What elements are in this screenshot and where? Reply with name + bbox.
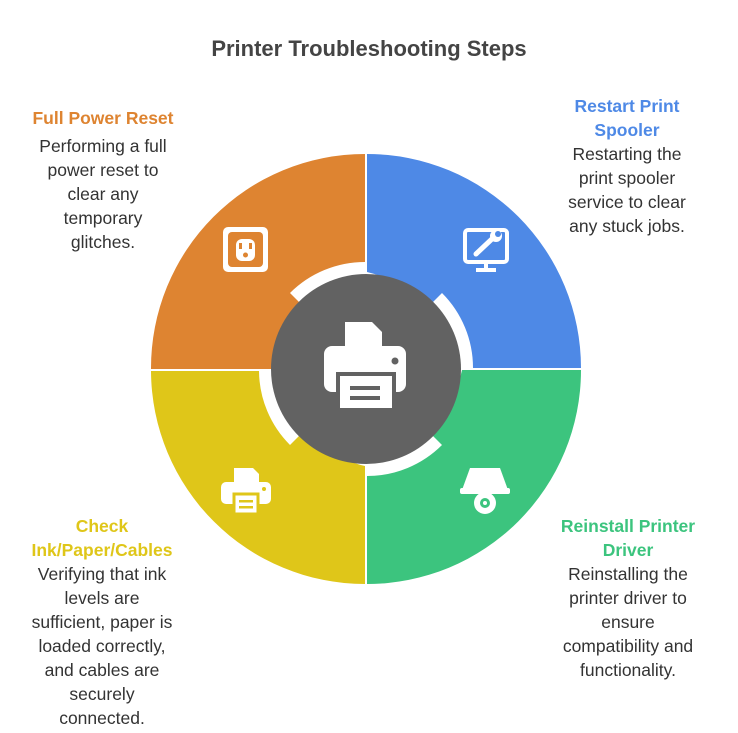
step-restart-print-spooler: Restart Print Spooler Restarting the pri…: [526, 94, 728, 238]
step-description: Performing a full power reset to clear a…: [39, 136, 167, 252]
step-description: Verifying that ink levels are sufficient…: [31, 564, 173, 728]
step-title: Reinstall Printer Driver: [560, 516, 696, 560]
step-description: Restarting the print spooler service to …: [568, 144, 686, 236]
step-title: Check Ink/Paper/Cables: [31, 516, 173, 560]
power-outlet-icon: [223, 227, 268, 272]
center-printer-icon: [324, 322, 406, 412]
printer-icon: [221, 468, 271, 516]
step-check-ink-paper-cables: Check Ink/Paper/Cables Verifying that in…: [8, 514, 196, 730]
page-title: Printer Troubleshooting Steps: [211, 36, 527, 61]
step-full-power-reset: Full Power Reset Performing a full power…: [0, 106, 206, 254]
step-reinstall-printer-driver: Reinstall Printer Driver Reinstalling th…: [540, 514, 716, 682]
step-title: Restart Print Spooler: [574, 96, 680, 140]
monitor-wrench-icon: [463, 228, 509, 272]
step-title: Full Power Reset: [32, 108, 174, 128]
step-description: Reinstalling the printer driver to ensur…: [562, 564, 694, 680]
printer-gear-icon: [460, 468, 510, 514]
